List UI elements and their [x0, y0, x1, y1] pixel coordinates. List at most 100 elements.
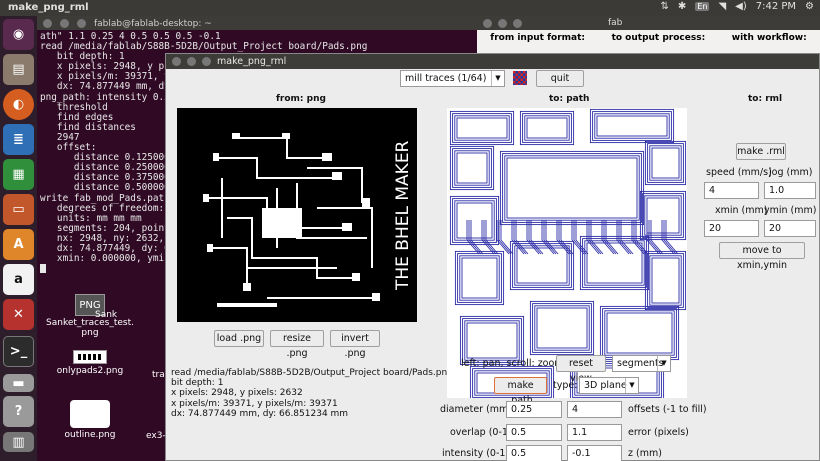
toolpath-contour	[469, 365, 555, 398]
type-select[interactable]: 3D plane ▼	[579, 377, 639, 394]
toolpath-trace	[590, 220, 604, 255]
toolpath-trace	[616, 220, 630, 255]
minimize-icon[interactable]	[498, 18, 507, 28]
make-path-button[interactable]: make .path	[494, 377, 547, 406]
fab-logo-icon	[513, 71, 527, 85]
close-icon[interactable]	[43, 19, 52, 28]
terminal-cursor	[40, 264, 46, 274]
process-select[interactable]: mill traces (1/64) ▼	[400, 70, 505, 87]
settings-icon[interactable]: ✕	[3, 299, 34, 330]
z-field[interactable]: -0.1	[567, 445, 622, 461]
output-process-header: to output process:	[611, 33, 706, 43]
view-mode-select[interactable]: segments ▼	[612, 355, 671, 372]
toolpath-trace	[661, 220, 675, 255]
ymin-field[interactable]: 20	[764, 220, 816, 237]
desktop-icon-outline[interactable]: outline.png	[40, 400, 140, 440]
make-png-rml-window[interactable]: make_png_rml mill traces (1/64) ▼ quit f…	[165, 53, 820, 461]
toolpath-contour	[509, 240, 575, 291]
chevron-down-icon[interactable]: ▼	[625, 378, 638, 393]
toolpath-contour	[454, 150, 490, 186]
trash-icon[interactable]: ▥	[3, 432, 34, 452]
resize-png-button[interactable]: resize .png	[270, 330, 324, 359]
keyboard-language[interactable]: En	[695, 2, 710, 11]
desktop-icon-partial-label[interactable]: tra	[152, 370, 165, 380]
volume-icon[interactable]: ◀)	[735, 1, 747, 12]
toolpath-trace	[635, 220, 649, 255]
quit-button[interactable]: quit	[536, 70, 584, 87]
toolpath-contour	[524, 115, 570, 141]
help-icon[interactable]: ?	[3, 396, 34, 427]
chevron-down-icon[interactable]: ▼	[491, 71, 504, 86]
terminal-titlebar[interactable]: fablab@fablab-desktop: ~	[37, 16, 477, 30]
toolpath-trace	[631, 220, 645, 255]
toolpath-trace	[528, 220, 542, 255]
png-preview-canvas[interactable]: THE BHEL MAKER	[177, 108, 417, 322]
files-icon[interactable]: ▤	[3, 54, 34, 85]
error-field[interactable]: 1.1	[567, 424, 622, 441]
toolpath-contour	[589, 108, 675, 144]
xmin-field[interactable]: 20	[704, 220, 759, 237]
fab-titlebar[interactable]: fab	[477, 16, 820, 30]
intensity-field[interactable]: 0.5	[506, 445, 562, 461]
ubuntu-dash-icon[interactable]: ◉	[3, 19, 34, 50]
toolpath-contour	[466, 322, 518, 359]
bluetooth-icon[interactable]: ✱	[677, 1, 687, 12]
mpr-titlebar[interactable]: make_png_rml	[166, 54, 819, 69]
clock[interactable]: 7:42 PM	[755, 1, 797, 12]
info-line: bit depth: 1	[171, 378, 224, 389]
toolpath-contour	[594, 113, 670, 139]
toolpath-contour	[499, 150, 645, 226]
firefox-icon[interactable]: ◐	[3, 89, 34, 120]
speed-field[interactable]: 4	[704, 182, 759, 199]
offsets-field[interactable]: 4	[567, 401, 622, 418]
software-center-icon[interactable]: A	[3, 229, 34, 260]
impress-icon[interactable]: ▭	[3, 194, 34, 225]
close-icon[interactable]	[483, 18, 492, 28]
maximize-icon[interactable]	[513, 18, 522, 28]
maximize-icon[interactable]	[77, 19, 86, 28]
system-tray: ⇅ ✱ En ◥ ◀) 7:42 PM ⚙	[661, 1, 814, 12]
toolpath-contour	[456, 117, 508, 139]
diameter-label: diameter (mm)	[440, 404, 513, 415]
toolpath-contour	[472, 368, 552, 398]
workflow-header: with workflow:	[731, 33, 807, 43]
invert-png-button[interactable]: invert .png	[330, 330, 380, 359]
writer-icon[interactable]: ≣	[3, 124, 34, 155]
close-icon[interactable]	[172, 57, 181, 66]
desktop-icon-partial-label[interactable]: ex3-	[146, 431, 166, 441]
desktop-icon-onlypads2[interactable]: onlypads2.png	[40, 350, 140, 376]
desktop-icon-partial-label[interactable]: Sank	[95, 310, 118, 320]
minimize-icon[interactable]	[60, 19, 69, 28]
toolpath-trace	[556, 220, 570, 255]
overlap-field[interactable]: 0.5	[506, 424, 562, 441]
amazon-icon[interactable]: a	[3, 264, 34, 295]
make-rml-button[interactable]: make .rml	[736, 143, 786, 160]
chevron-down-icon[interactable]: ▼	[657, 356, 670, 371]
wifi-icon[interactable]: ◥	[718, 1, 727, 12]
intensity-label: intensity (0-1)	[442, 448, 510, 459]
toolpath-trace	[603, 220, 617, 255]
toolpath-contour	[464, 320, 520, 361]
maximize-icon[interactable]	[202, 57, 211, 66]
move-to-xmin-ymin-button[interactable]: move to xmin,ymin	[719, 242, 805, 271]
minimize-icon[interactable]	[187, 57, 196, 66]
jog-field[interactable]: 1.0	[764, 182, 816, 199]
drive-icon[interactable]: ▬	[3, 374, 34, 392]
input-format-header: from input format:	[490, 33, 585, 43]
diameter-field[interactable]: 0.25	[506, 401, 562, 418]
gear-icon[interactable]: ⚙	[805, 1, 814, 12]
toolpath-contour	[519, 110, 575, 146]
transfer-icon[interactable]: ⇅	[660, 1, 669, 12]
toolpath-trace	[515, 220, 529, 255]
toolpath-contour	[512, 243, 572, 288]
reset-view-button[interactable]: reset view	[556, 355, 606, 384]
load-png-button[interactable]: load .png	[214, 330, 264, 347]
toolpath-contour	[514, 245, 570, 286]
terminal-icon[interactable]: >_	[3, 336, 34, 367]
calc-icon[interactable]: ▦	[3, 159, 34, 190]
active-app-title: make_png_rml	[8, 2, 89, 13]
toolpath-trace	[541, 220, 555, 255]
path-preview-canvas[interactable]	[447, 108, 687, 398]
desktop-icon-sanket-traces[interactable]: PNG Sanket_traces_test. png	[40, 294, 140, 338]
toolpath-contour	[522, 113, 572, 143]
